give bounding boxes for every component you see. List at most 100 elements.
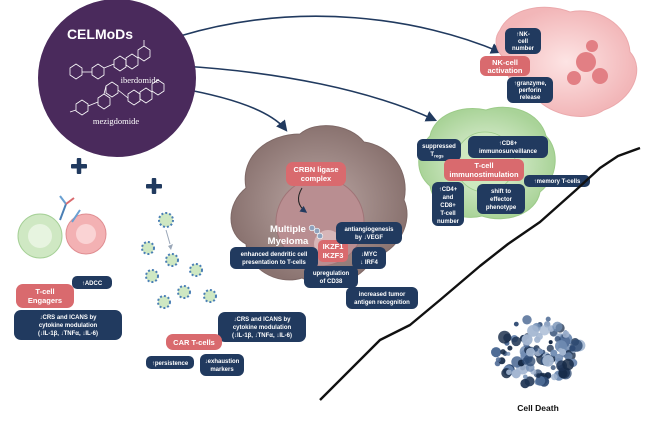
plus-icon-car (146, 178, 162, 194)
dead-cell-fragment (523, 374, 528, 380)
memory-tcell-badge: ↑memory T-cells (524, 175, 590, 187)
dead-cell-fragment (536, 373, 541, 378)
svg-text:↑memory T-cells: ↑memory T-cells (534, 179, 581, 185)
svg-text:↑persistence: ↑persistence (152, 361, 189, 367)
dead-cell-fragment (538, 349, 544, 355)
flow-arrows (177, 15, 503, 132)
dead-cell-fragment (498, 330, 511, 344)
dead-cell-fragment (548, 340, 553, 345)
dead-cell-fragment (564, 352, 573, 361)
cell-death-label: Cell Death (517, 403, 559, 413)
car-t-label: CAR T-cells (166, 334, 222, 350)
nk-cell-granules (567, 40, 608, 85)
dead-cell-fragment (569, 345, 576, 352)
plus-icon (71, 158, 87, 174)
dead-cell-fragment (550, 349, 558, 357)
dead-cell-fragment (562, 330, 570, 338)
dead-cell-fragment (506, 351, 511, 356)
dead-cell-fragment (551, 373, 558, 381)
dead-cell-fragment (554, 353, 564, 363)
cell-death-icon (491, 315, 586, 389)
dead-cell-fragment (535, 375, 546, 386)
dead-cell-fragment (562, 358, 574, 371)
dead-cell-fragment (511, 336, 521, 347)
celmods-group: CELMoDs iberdomide mezigdomide (38, 0, 196, 157)
ubiquitin-icons (308, 224, 324, 240)
dead-cell-fragment (520, 378, 530, 389)
dead-cell-fragment (533, 347, 538, 352)
mezigdomide-structure-icon (69, 79, 165, 116)
svg-text:↓MYC↓ IRF4: ↓MYC↓ IRF4 (360, 252, 378, 266)
dead-cell-fragment (526, 347, 535, 357)
dead-cell-fragment (521, 334, 533, 346)
myc-irf4-badge: ↓MYC↓ IRF4 (352, 247, 386, 269)
cell-death-group: Cell Death (491, 315, 586, 413)
adcc-badge: ↑ADCC (72, 276, 112, 289)
dead-cell-fragment (552, 321, 563, 332)
svg-text:↑CD8+immunosurveillance: ↑CD8+immunosurveillance (479, 141, 538, 155)
car-t-cell-icons (141, 212, 217, 309)
dead-cell-fragment (545, 316, 551, 322)
dead-cell-fragment (511, 369, 521, 379)
iberdomide-structure-icon (69, 40, 151, 80)
dead-cell-fragment (558, 347, 563, 353)
dead-cell-fragment (507, 345, 513, 351)
t-cell-engager-icon (17, 195, 107, 259)
dead-cell-fragment (527, 325, 539, 337)
dead-cell-fragment (491, 347, 502, 358)
celmods-title: CELMoDs (67, 26, 133, 42)
dead-cell-fragment (522, 315, 532, 325)
cd8-badge: ↑CD8+immunosurveillance (468, 136, 548, 158)
dead-cell-fragment (525, 356, 536, 367)
dead-cell-fragment (495, 357, 501, 363)
celmods-circle (38, 0, 196, 157)
drug-iberdomide: iberdomide (121, 75, 160, 85)
drug-mezigdomide: mezigdomide (93, 116, 139, 126)
dead-cell-fragment (513, 321, 519, 327)
trend-line (319, 146, 641, 401)
dead-cell-fragment (542, 355, 554, 367)
svg-text:CAR T-cells: CAR T-cells (173, 338, 215, 347)
svg-text:↑ADCC: ↑ADCC (82, 281, 103, 287)
dead-cell-fragment (500, 349, 506, 355)
